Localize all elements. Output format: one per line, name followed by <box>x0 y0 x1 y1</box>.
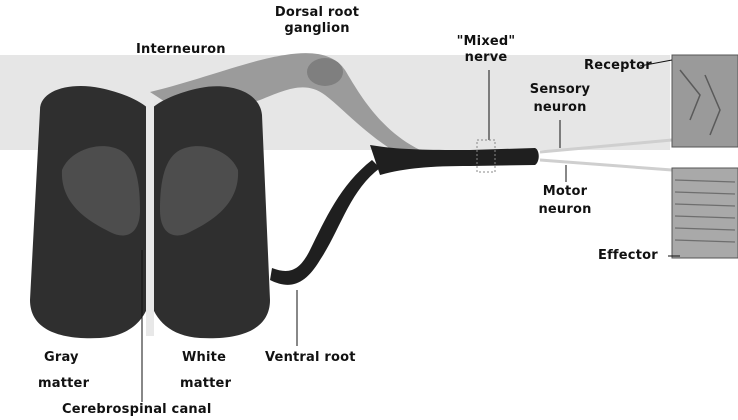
label-motor-neuron-1: Motor <box>510 184 620 199</box>
cerebrospinal-canal-shape <box>146 100 154 336</box>
label-white-matter-2: matter <box>180 376 231 391</box>
label-gray-matter-2: matter <box>38 376 89 391</box>
receptor-tissue <box>672 55 738 147</box>
label-cerebrospinal-canal: Cerebrospinal canal <box>62 402 212 417</box>
label-mixed-nerve-1: "Mixed" <box>436 34 536 49</box>
label-receptor: Receptor <box>584 58 652 73</box>
dorsal-root-ganglion <box>307 58 343 86</box>
label-dorsal-root-ganglion-2: ganglion <box>262 21 372 36</box>
label-effector: Effector <box>598 248 658 263</box>
motor-fibre <box>540 160 672 170</box>
label-interneuron: Interneuron <box>136 42 226 57</box>
label-sensory-neuron-2: neuron <box>510 100 610 115</box>
label-dorsal-root-ganglion-1: Dorsal root <box>262 5 372 20</box>
label-motor-neuron-2: neuron <box>510 202 620 217</box>
label-ventral-root: Ventral root <box>265 350 356 365</box>
label-white-matter-1: White <box>182 350 226 365</box>
label-mixed-nerve-2: nerve <box>436 50 536 65</box>
label-gray-matter-1: Gray <box>44 350 79 365</box>
ventral-root <box>270 160 380 285</box>
label-sensory-neuron-1: Sensory <box>510 82 610 97</box>
